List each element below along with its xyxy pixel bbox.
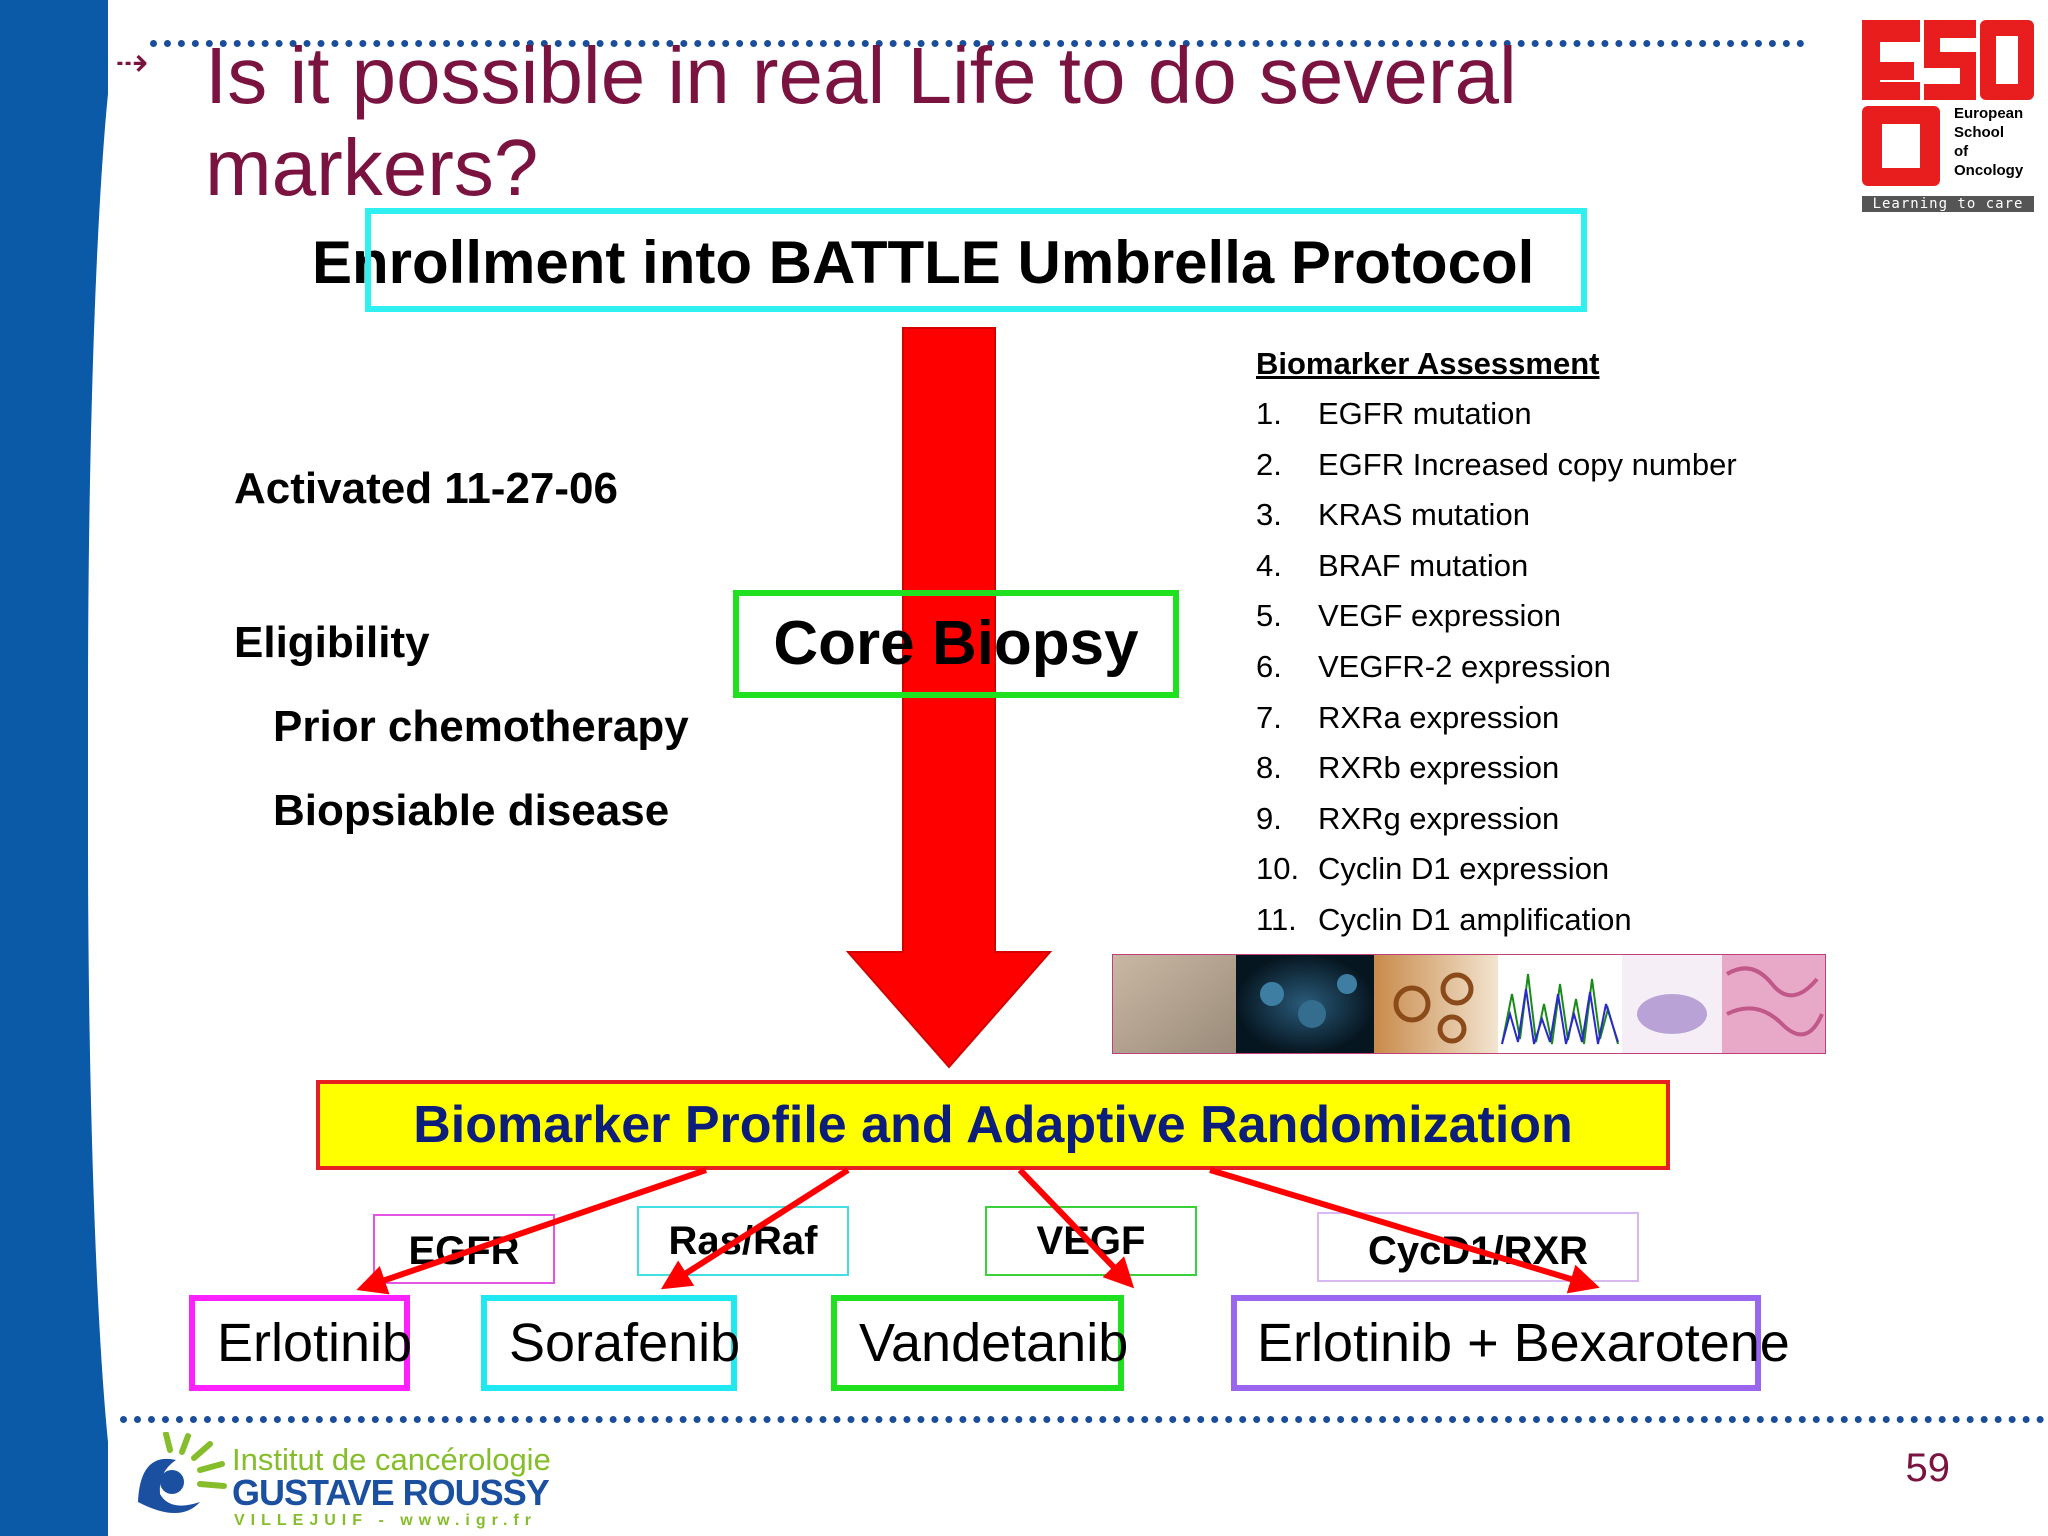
- bottom-dotted-divider: [120, 1416, 2045, 1423]
- biomarker-item: 1. EGFR mutation: [1256, 396, 1532, 432]
- biomarker-item-label: VEGFR-2 expression: [1318, 649, 1611, 684]
- biomarker-item-label: KRAS mutation: [1318, 497, 1530, 533]
- biomarker-item-number: 10.: [1256, 851, 1300, 887]
- eso-logo-text: European School of Oncology: [1954, 105, 2024, 179]
- biomarker-item: 5. VEGF expression: [1256, 598, 1561, 634]
- biomarker-item-number: 2.: [1256, 446, 1282, 482]
- biomarker-item-number: 8.: [1256, 750, 1282, 786]
- drug-vandetanib: Vandetanib: [831, 1295, 1128, 1391]
- marker-ras-raf: Ras/Raf: [637, 1206, 849, 1276]
- biomarker-item: 3. KRAS mutation: [1256, 497, 1530, 533]
- biomarker-item-number: 5.: [1256, 598, 1282, 634]
- marker-egfr: EGFR: [373, 1214, 555, 1284]
- biomarker-item-number: 6.: [1256, 649, 1282, 684]
- core-biopsy-label: Core Biopsy: [773, 609, 1139, 678]
- biomarker-item-label: Cyclin D1 amplification: [1318, 902, 1632, 937]
- biomarker-item-number: 9.: [1256, 800, 1282, 836]
- marker-vegf: VEGF: [985, 1206, 1197, 1276]
- biomarker-item: 7. RXRa expression: [1256, 700, 1559, 736]
- biomarker-item-number: 3.: [1256, 497, 1282, 533]
- marker-cycd1-rxr: CycD1/RXR: [1317, 1212, 1639, 1282]
- ihc-image: [1112, 954, 1236, 1054]
- biomarker-item-label: RXRg expression: [1318, 800, 1560, 836]
- biomarker-profile-box: Biomarker Profile and Adaptive Randomiza…: [316, 1080, 1670, 1170]
- biomarker-item: 10. Cyclin D1 expression: [1256, 851, 1609, 887]
- eso-tagline: Learning to care: [1872, 196, 2024, 212]
- biomarker-item-label: RXRa expression: [1318, 699, 1560, 735]
- activated-date: Activated 11-27-06: [234, 464, 618, 513]
- gr-logo-line1: Institut de cancérologie: [232, 1442, 551, 1477]
- biomarker-item: 11. Cyclin D1 amplification: [1256, 902, 1632, 938]
- top-dotted-divider: [150, 40, 1805, 47]
- biomarker-item-label: VEGF expression: [1318, 598, 1561, 634]
- biomarker-item: 8. RXRb expression: [1256, 750, 1559, 786]
- core-biopsy-box: [733, 590, 1179, 698]
- biomarker-item-number: 4.: [1256, 547, 1282, 583]
- drug-sorafenib: Sorafenib: [481, 1295, 740, 1391]
- eso-logo: [1862, 20, 2034, 212]
- gustave-roussy-logo-icon: [138, 1432, 227, 1513]
- histology-images-strip: [1112, 954, 1826, 1054]
- page-number: 59: [1905, 1446, 1951, 1490]
- drug-erlotinib-bexarotene: Erlotinib + Bexarotene: [1231, 1295, 1790, 1391]
- biomarker-item-number: 1.: [1256, 396, 1282, 431]
- gr-logo-line3: VILLEJUIF - www.igr.fr: [234, 1512, 537, 1529]
- drug-erlotinib: Erlotinib: [189, 1295, 412, 1391]
- biomarker-item-label: Cyclin D1 expression: [1318, 851, 1610, 887]
- biomarker-item-number: 11.: [1256, 902, 1297, 937]
- biomarker-item: 4. BRAF mutation: [1256, 548, 1528, 584]
- membrane-stain-image: [1374, 954, 1498, 1054]
- eligibility-item: Prior chemotherapy: [273, 702, 689, 751]
- sidebar-curve: [88, 0, 148, 1536]
- biomarker-item-label: BRAF mutation: [1318, 547, 1529, 583]
- biomarker-assessment-heading: Biomarker Assessment: [1256, 346, 1600, 381]
- biomarker-item: 2. EGFR Increased copy number: [1256, 447, 1737, 483]
- biomarker-item-label: RXRb expression: [1318, 750, 1560, 786]
- protocol-title-highlight: [365, 208, 1587, 312]
- biomarker-item-number: 7.: [1256, 699, 1282, 735]
- biomarker-item: 9. RXRg expression: [1256, 801, 1559, 837]
- slide-title: Is it possible in real Life to do severa…: [205, 31, 1517, 212]
- biomarker-item-label: EGFR mutation: [1318, 396, 1532, 431]
- eligibility-item: Biopsiable disease: [273, 786, 670, 835]
- protocol-title: Enrollment into BATTLE Umbrella Protocol: [312, 229, 1535, 296]
- eligibility-heading: Eligibility: [234, 618, 430, 667]
- biomarker-item-label: EGFR Increased copy number: [1318, 446, 1737, 482]
- title-arrow-icon: ⇢: [115, 41, 149, 85]
- gr-logo-line2: GUSTAVE ROUSSY: [232, 1472, 550, 1513]
- biomarker-item: 6. VEGFR-2 expression: [1256, 649, 1611, 685]
